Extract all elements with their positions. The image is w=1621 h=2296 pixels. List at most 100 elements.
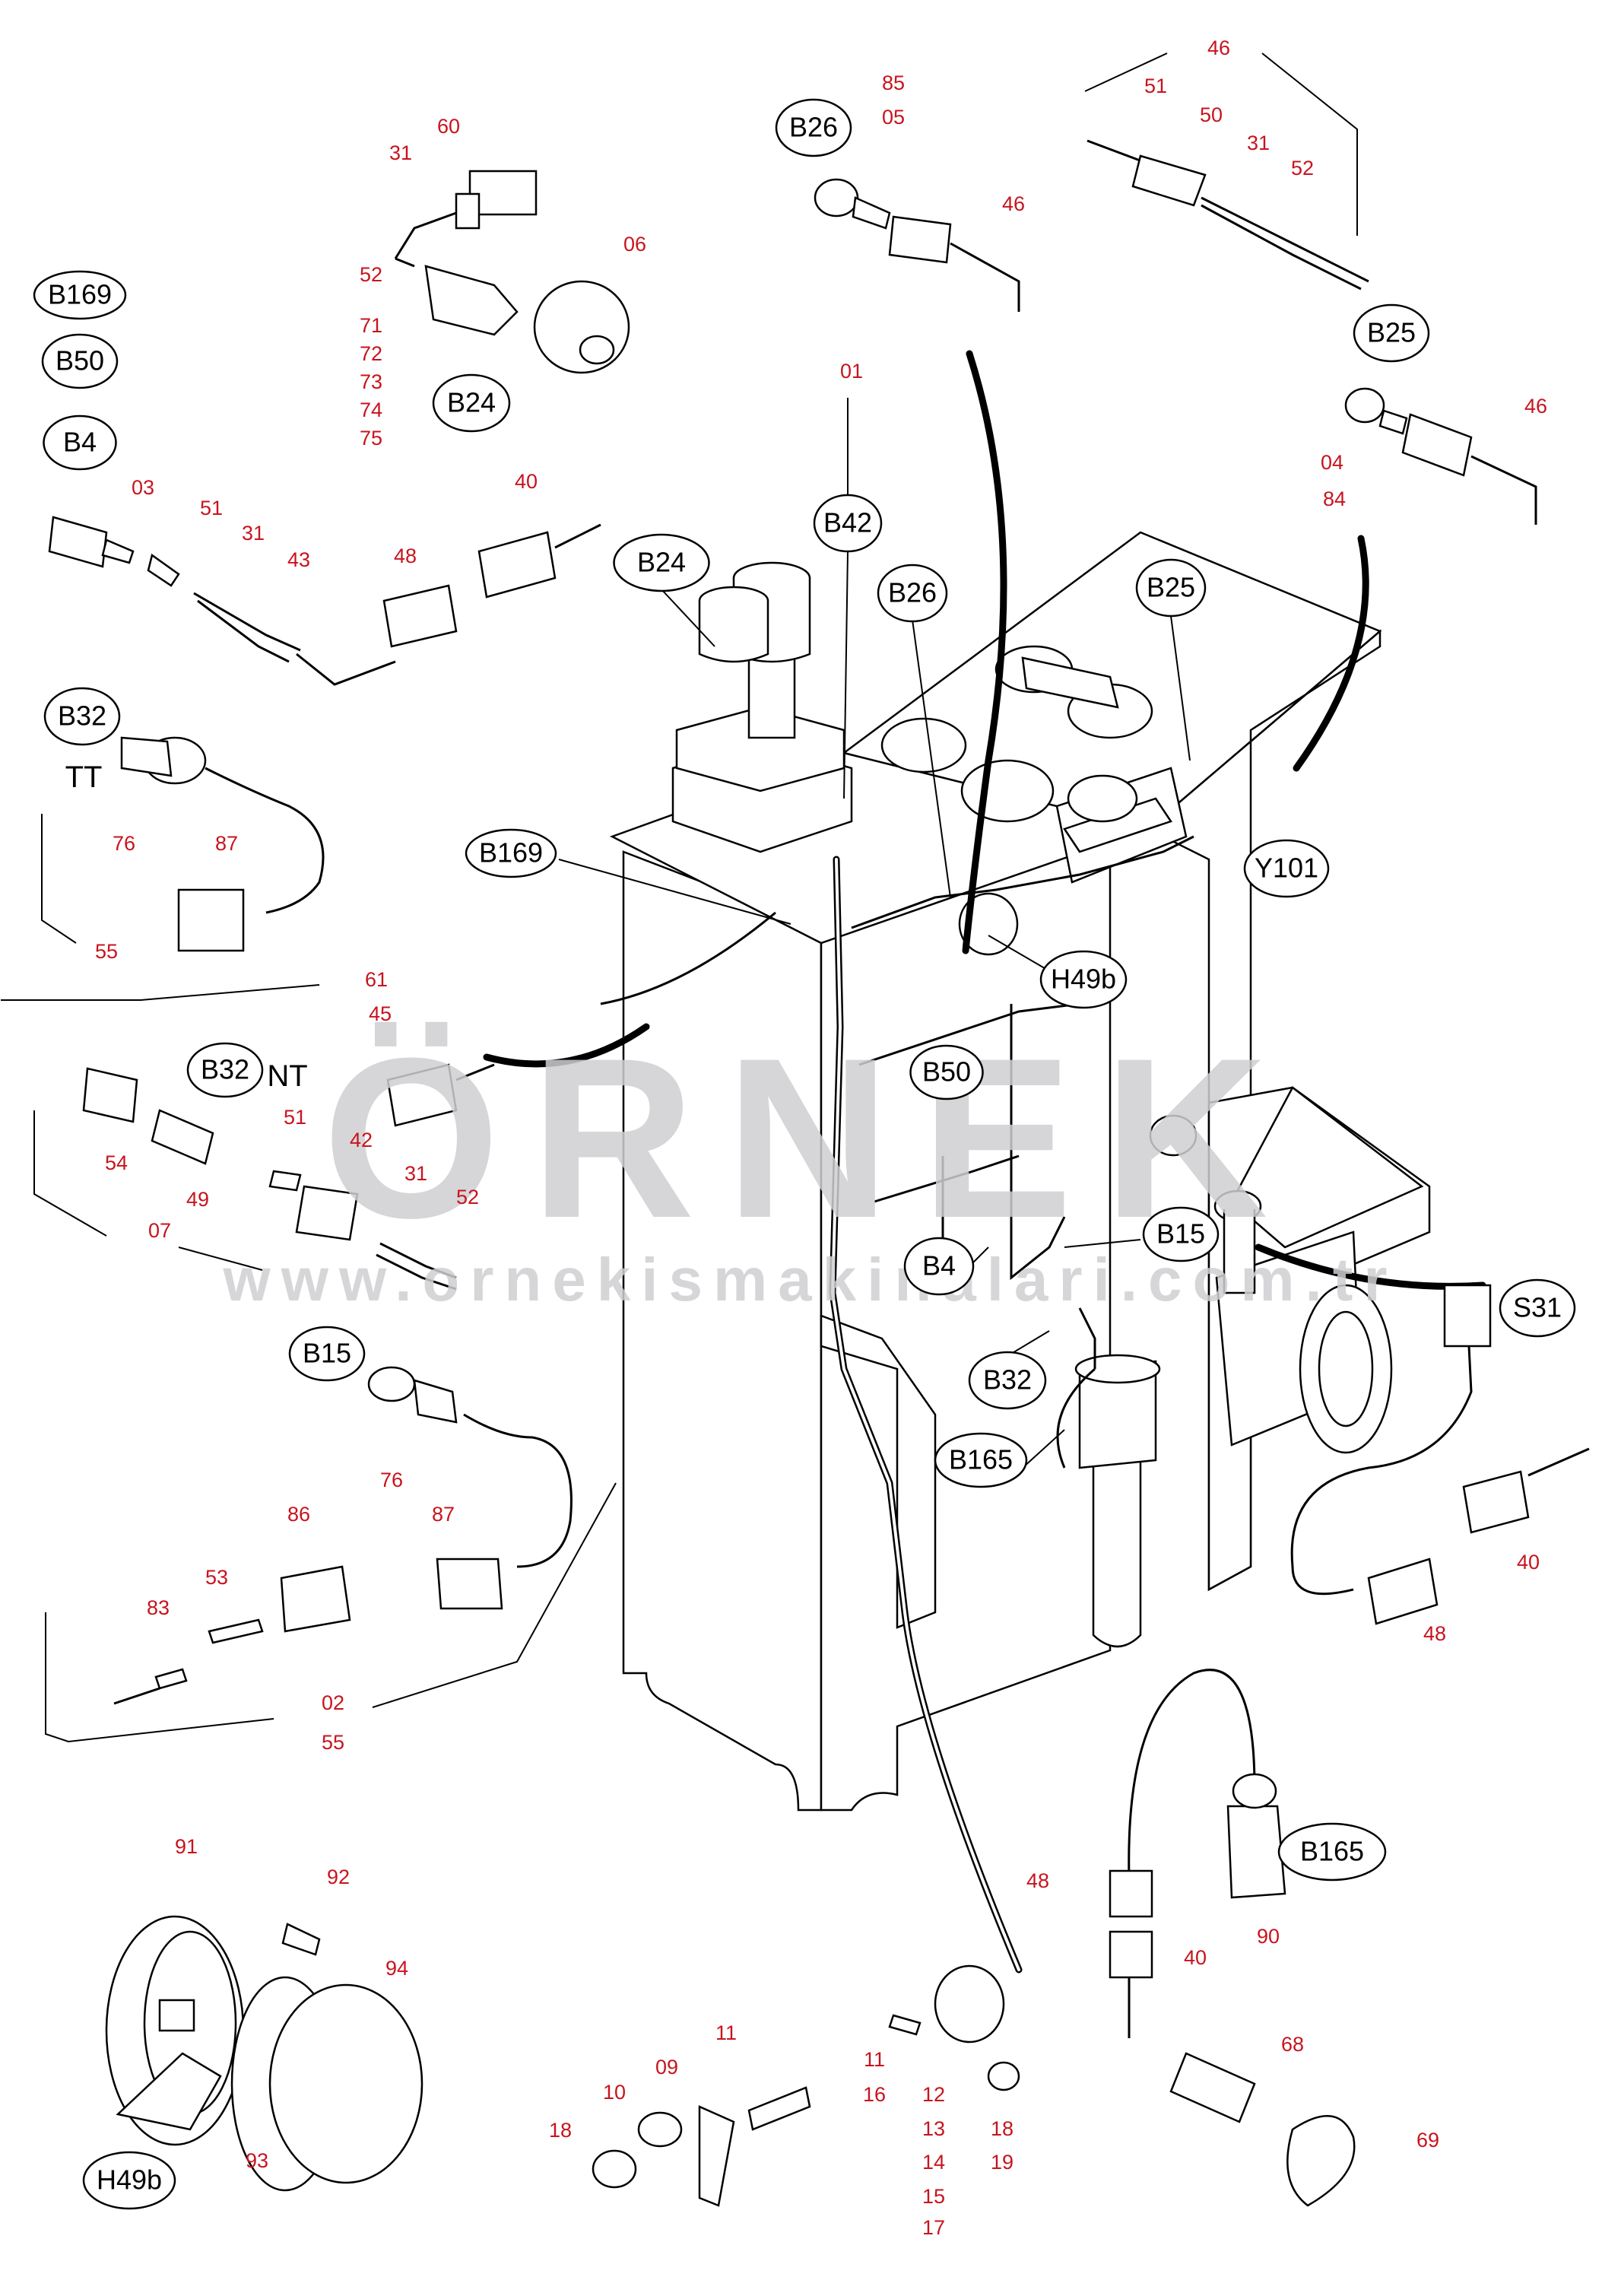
- callout-label: B42: [823, 507, 872, 538]
- part-number: 49: [186, 1188, 209, 1211]
- callout-label: H49b: [97, 2164, 162, 2196]
- callout-oval: [1039, 950, 1128, 1009]
- watermark-url: www.ornekismakinalari.com.tr: [222, 1246, 1397, 1313]
- part-number: 40: [1517, 1551, 1540, 1574]
- callout-oval: [432, 373, 511, 433]
- callout-oval: [43, 687, 121, 746]
- callout-oval: [877, 564, 948, 623]
- part-number: 45: [369, 1002, 392, 1025]
- part-number: 04: [1321, 451, 1343, 474]
- text-label-layer: TT NT: [65, 761, 308, 1093]
- part-number: 83: [147, 1596, 170, 1619]
- callout-oval: [1277, 1822, 1387, 1882]
- part-number: 02: [322, 1691, 344, 1714]
- part-number: 40: [1184, 1946, 1207, 1969]
- callout-label: B15: [1156, 1218, 1205, 1250]
- callout-label: B169: [48, 279, 112, 310]
- callout-label: B24: [447, 387, 496, 418]
- part-number: 55: [95, 940, 118, 963]
- callout-b169-mid: B169: [465, 828, 557, 878]
- callout-oval: [41, 333, 119, 389]
- part-number: 92: [327, 1866, 350, 1888]
- callout-label: S31: [1513, 1292, 1562, 1323]
- callout-oval: [288, 1326, 366, 1382]
- part-number: 43: [287, 548, 310, 571]
- part-number: 60: [437, 115, 460, 138]
- callout-oval: [1353, 303, 1430, 363]
- watermark-brand: ÖRNEK: [322, 1010, 1298, 1265]
- part-number: 31: [1247, 132, 1270, 154]
- callout-oval: [1499, 1278, 1576, 1338]
- part-number: 48: [394, 545, 417, 567]
- part-number: 52: [456, 1186, 479, 1208]
- callout-label: B169: [479, 837, 543, 869]
- part-number: 12: [922, 2083, 945, 2106]
- part-number: 48: [1026, 1869, 1049, 1892]
- part-number: 07: [148, 1219, 171, 1242]
- callout-b26-mid: B26: [877, 564, 948, 623]
- part-number: 11: [864, 2048, 885, 2071]
- part-number: 87: [432, 1503, 455, 1526]
- callout-b165-right: B165: [1277, 1822, 1387, 1882]
- part-number-layer: 6031065271727374758505464651503152014604…: [95, 37, 1547, 2239]
- part-number: 16: [863, 2083, 886, 2106]
- part-number: 90: [1257, 1925, 1280, 1948]
- text-label: NT: [267, 1059, 307, 1093]
- callout-oval: [934, 1432, 1028, 1488]
- callout-oval: [1142, 1206, 1220, 1262]
- part-number: 86: [287, 1503, 310, 1526]
- callout-oval: [813, 494, 883, 553]
- part-number: 19: [991, 2151, 1014, 2174]
- hydraulic-tank-drawing: [609, 531, 1431, 1812]
- part-number: 03: [132, 476, 154, 499]
- part-number: 76: [380, 1469, 403, 1491]
- part-number: 40: [515, 470, 538, 493]
- part-number: 50: [1200, 103, 1223, 126]
- callout-y101: Y101: [1243, 839, 1330, 898]
- callout-oval: [613, 533, 710, 592]
- callout-label: B32: [201, 1054, 249, 1085]
- callout-label: B15: [303, 1338, 351, 1369]
- callout-label: Y101: [1255, 853, 1318, 884]
- callout-b24-top: B24: [432, 373, 511, 433]
- callout-b32-mid: B32: [968, 1351, 1047, 1410]
- part-number: 06: [623, 233, 646, 256]
- part-number: 76: [113, 832, 135, 855]
- part-number: 51: [200, 497, 223, 519]
- callout-h49b-mid: H49b: [1039, 950, 1128, 1009]
- callout-oval: [1135, 558, 1207, 618]
- callout-oval: [903, 1237, 975, 1296]
- part-number: 73: [360, 370, 382, 393]
- part-number: 84: [1323, 487, 1346, 510]
- part-number: 46: [1207, 37, 1230, 59]
- callout-h49b-left: H49b: [82, 2151, 176, 2210]
- part-number: 46: [1002, 192, 1025, 215]
- callout-b169: B169: [33, 270, 127, 320]
- callout-label: B24: [637, 547, 686, 578]
- watermark: ÖRNEK www.ornekismakinalari.com.tr: [222, 1010, 1397, 1313]
- leader-lines: [558, 398, 1286, 1856]
- part-number: 31: [242, 522, 265, 545]
- part-number: 52: [1291, 157, 1314, 179]
- callout-b24-mid: B24: [613, 533, 710, 592]
- part-number: 55: [322, 1731, 344, 1754]
- part-number: 74: [360, 399, 382, 421]
- callout-label: B4: [922, 1250, 956, 1281]
- part-number: 48: [1423, 1622, 1446, 1645]
- callout-oval: [33, 270, 127, 320]
- callout-label: B165: [1300, 1836, 1364, 1867]
- callout-oval: [909, 1044, 984, 1100]
- part-number: 75: [360, 427, 382, 449]
- part-number: 01: [840, 360, 863, 383]
- callout-b26-top: B26: [775, 98, 852, 157]
- callout-label: B26: [888, 577, 937, 608]
- callout-b15-mid: B15: [1142, 1206, 1220, 1262]
- part-number: 51: [1144, 75, 1167, 97]
- callout-oval: [1243, 839, 1330, 898]
- part-number: 17: [922, 2216, 945, 2239]
- text-label: TT: [65, 761, 103, 794]
- callout-b42: B42: [813, 494, 883, 553]
- part-number: 54: [105, 1151, 128, 1174]
